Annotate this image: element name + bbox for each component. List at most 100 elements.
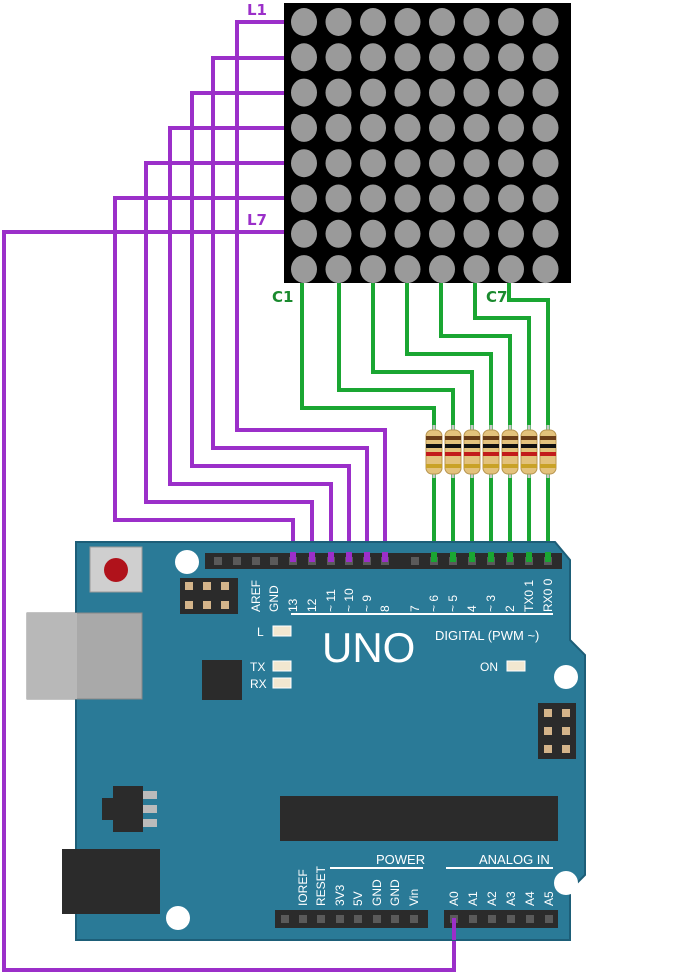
wire-end-col	[526, 552, 532, 562]
mounting-hole	[554, 871, 578, 895]
matrix-led	[532, 219, 559, 248]
pin-label: RESET	[314, 865, 328, 906]
matrix-led	[291, 149, 317, 178]
matrix-led	[498, 43, 524, 72]
pin-label: A1	[466, 891, 480, 906]
header-pin[interactable]	[336, 915, 344, 923]
usb-chip	[202, 660, 242, 700]
matrix-led	[429, 113, 455, 142]
col-wire-3	[371, 282, 474, 560]
matrix-led	[325, 219, 352, 248]
led-on	[506, 660, 526, 672]
wire-end-col	[431, 552, 437, 562]
header-pin[interactable]	[545, 915, 553, 923]
col-wire-1	[300, 282, 436, 560]
digital-label: DIGITAL (PWM ~)	[435, 628, 539, 643]
matrix-led	[429, 149, 455, 178]
col-label-last: C7	[486, 288, 507, 306]
row-wire-7	[2, 230, 456, 972]
led-tx	[272, 660, 292, 672]
matrix-led	[532, 8, 559, 36]
matrix-led	[498, 8, 524, 36]
header-pin[interactable]	[252, 557, 260, 565]
pin-label: GND	[370, 879, 384, 906]
matrix-led	[360, 113, 386, 142]
mounting-hole	[166, 906, 190, 930]
row-wire-3	[190, 91, 351, 560]
header-pin[interactable]	[233, 557, 241, 565]
matrix-led	[325, 113, 352, 142]
icsp-header-right	[538, 703, 576, 759]
matrix-led	[394, 43, 421, 72]
matrix-led	[291, 43, 317, 72]
pin-label: A5	[542, 891, 556, 906]
header-pin[interactable]	[411, 557, 419, 565]
pin-label: GND	[388, 879, 402, 906]
wire-end-col	[469, 552, 475, 562]
header-pin[interactable]	[317, 915, 325, 923]
header-pin[interactable]	[270, 557, 278, 565]
matrix-led	[498, 78, 524, 107]
matrix-led	[498, 113, 524, 142]
matrix-led	[291, 8, 317, 36]
matrix-led	[463, 8, 490, 36]
pin-label: 2	[503, 605, 517, 612]
row-label-last: L7	[247, 211, 267, 229]
matrix-led	[532, 113, 559, 142]
matrix-led	[429, 43, 455, 72]
analog-label: ANALOG IN	[479, 852, 550, 867]
header-pin[interactable]	[410, 915, 418, 923]
matrix-led	[394, 149, 421, 178]
header-pin[interactable]	[214, 557, 222, 565]
matrix-led	[394, 78, 421, 107]
matrix-led	[325, 255, 352, 284]
wire-end-row	[346, 552, 352, 562]
header-pin[interactable]	[299, 915, 307, 923]
analog-header	[444, 910, 558, 928]
matrix-led	[532, 184, 559, 213]
matrix-led	[429, 184, 455, 213]
wire-endpoints	[290, 552, 551, 562]
header-pin[interactable]	[469, 915, 477, 923]
header-pin[interactable]	[354, 915, 362, 923]
header-pin[interactable]	[373, 915, 381, 923]
matrix-led	[498, 255, 524, 284]
matrix-led	[463, 255, 490, 284]
matrix-led	[498, 149, 524, 178]
resistor	[444, 425, 462, 478]
wire-end-row	[364, 552, 370, 562]
reset-button[interactable]	[104, 558, 128, 582]
header-pin[interactable]	[488, 915, 496, 923]
pin-label: GND	[267, 585, 281, 612]
matrix-leds	[291, 8, 559, 284]
pin-label: A3	[504, 891, 518, 906]
wire-end-col	[507, 552, 513, 562]
matrix-led	[325, 149, 352, 178]
matrix-led	[394, 8, 421, 36]
power-label: POWER	[376, 852, 425, 867]
matrix-led	[360, 219, 386, 248]
header-pin[interactable]	[391, 915, 399, 923]
resistor	[482, 425, 500, 478]
icsp-header-top	[180, 578, 238, 614]
led-tx-label: TX	[250, 660, 265, 674]
matrix-led	[463, 149, 490, 178]
row-wires	[2, 20, 456, 972]
pin-label: 3V3	[333, 884, 347, 906]
matrix-led	[532, 149, 559, 178]
matrix-led	[463, 43, 490, 72]
row-wire-5	[144, 161, 314, 560]
matrix-led	[291, 219, 317, 248]
pin-label: 4	[465, 605, 479, 612]
microcontroller-chip	[280, 796, 558, 841]
header-pin[interactable]	[526, 915, 534, 923]
header-pin[interactable]	[281, 915, 289, 923]
matrix-led	[394, 255, 421, 284]
header-pin[interactable]	[507, 915, 515, 923]
matrix-led	[360, 78, 386, 107]
matrix-led	[325, 8, 352, 36]
led-rx	[272, 677, 292, 689]
